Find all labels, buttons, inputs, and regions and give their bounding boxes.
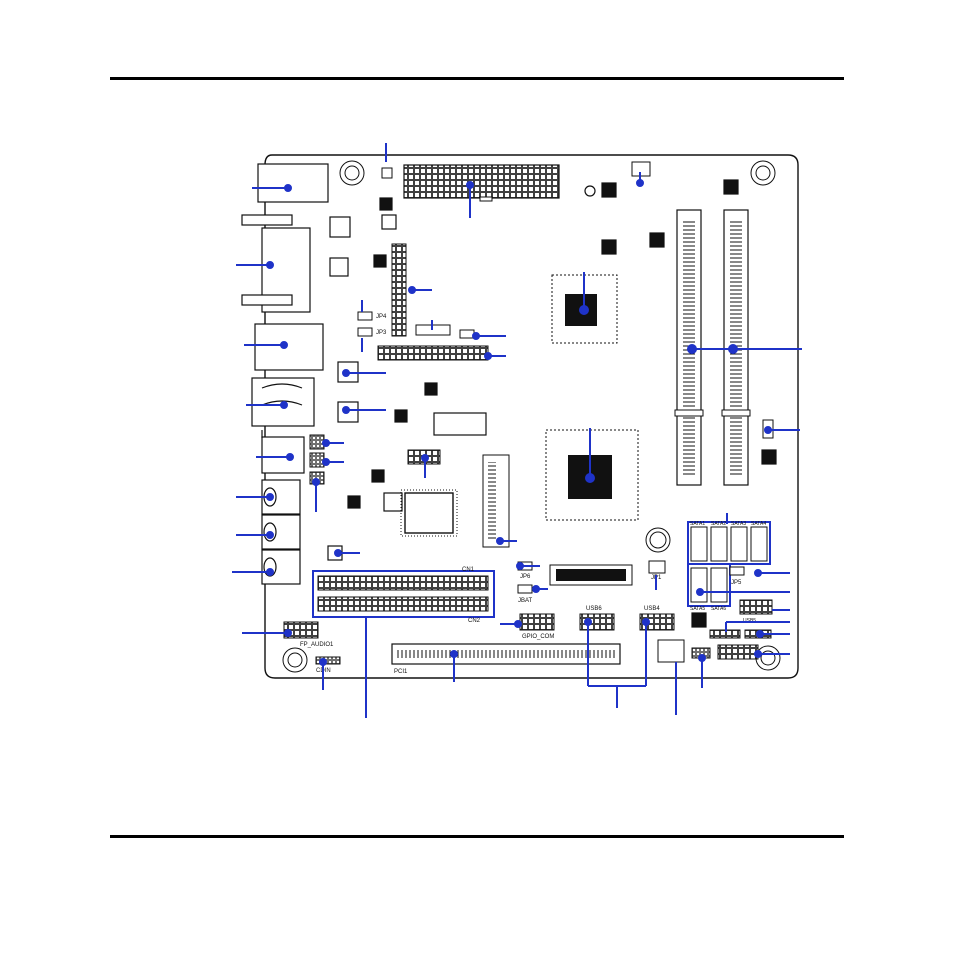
com-header xyxy=(377,345,489,361)
usb6-label: USB6 xyxy=(586,606,602,612)
usb4-header xyxy=(639,613,675,631)
gpio-com-label: GPIO_COM xyxy=(522,634,554,640)
jp4-jumper xyxy=(357,311,373,321)
audio-jack xyxy=(261,549,301,585)
sata-label: SATA2 xyxy=(711,521,726,527)
battery xyxy=(645,527,671,553)
callout-lines xyxy=(232,143,802,718)
fp-audio-label: FP_AUDIO1 xyxy=(300,642,334,648)
cn2-label: CN2 xyxy=(468,618,481,624)
jp5-jumper xyxy=(729,566,745,576)
sata-label: SATA3 xyxy=(731,521,746,527)
jbat-jumper xyxy=(517,584,533,594)
pci-slot xyxy=(391,643,621,665)
usb-port xyxy=(261,436,305,474)
jp3-jumper xyxy=(357,327,373,337)
rear-io xyxy=(241,163,329,585)
lan-port xyxy=(254,323,324,371)
cdin-header xyxy=(315,656,341,665)
cn1-label: CN1 xyxy=(462,567,475,573)
sata-label: SATA6 xyxy=(711,606,726,612)
usb5-header xyxy=(739,599,773,615)
dimm-slot xyxy=(721,209,751,486)
jp5-label: JP5 xyxy=(731,580,742,586)
small-connector xyxy=(459,329,475,339)
usb4-label: USB4 xyxy=(644,606,660,612)
fp-audio-header xyxy=(283,621,319,639)
bios-chip xyxy=(433,412,487,436)
mounting-hole xyxy=(282,160,781,673)
sata-connectors xyxy=(687,521,771,607)
sata-label: SATA1 xyxy=(690,521,705,527)
gpio-com-header xyxy=(519,613,555,631)
lpt-header xyxy=(391,243,407,337)
pci1-label: PCI1 xyxy=(394,669,408,675)
jp6-label: JP6 xyxy=(520,574,531,580)
mini-pcie-slot xyxy=(482,454,510,548)
ps2-port xyxy=(257,163,329,203)
super-io-chip xyxy=(400,489,458,537)
front-panel-header xyxy=(717,644,759,660)
jbat-label: JBAT xyxy=(518,598,533,604)
header-rule xyxy=(110,77,844,80)
jp3-label: JP3 xyxy=(376,330,387,336)
usb-port-stack xyxy=(251,377,315,427)
small-connector xyxy=(381,167,393,179)
sata-label: SATA4 xyxy=(751,521,766,527)
cf-card-slot xyxy=(549,564,633,586)
jp1-jumper xyxy=(648,560,666,574)
cn-headers xyxy=(312,570,495,618)
footer-rule xyxy=(110,835,844,838)
jp4-label: JP4 xyxy=(376,314,387,320)
audio-jack xyxy=(261,479,301,515)
power-connector xyxy=(657,639,685,663)
sata-label: SATA5 xyxy=(690,606,705,612)
atx-power-connector xyxy=(403,164,560,202)
